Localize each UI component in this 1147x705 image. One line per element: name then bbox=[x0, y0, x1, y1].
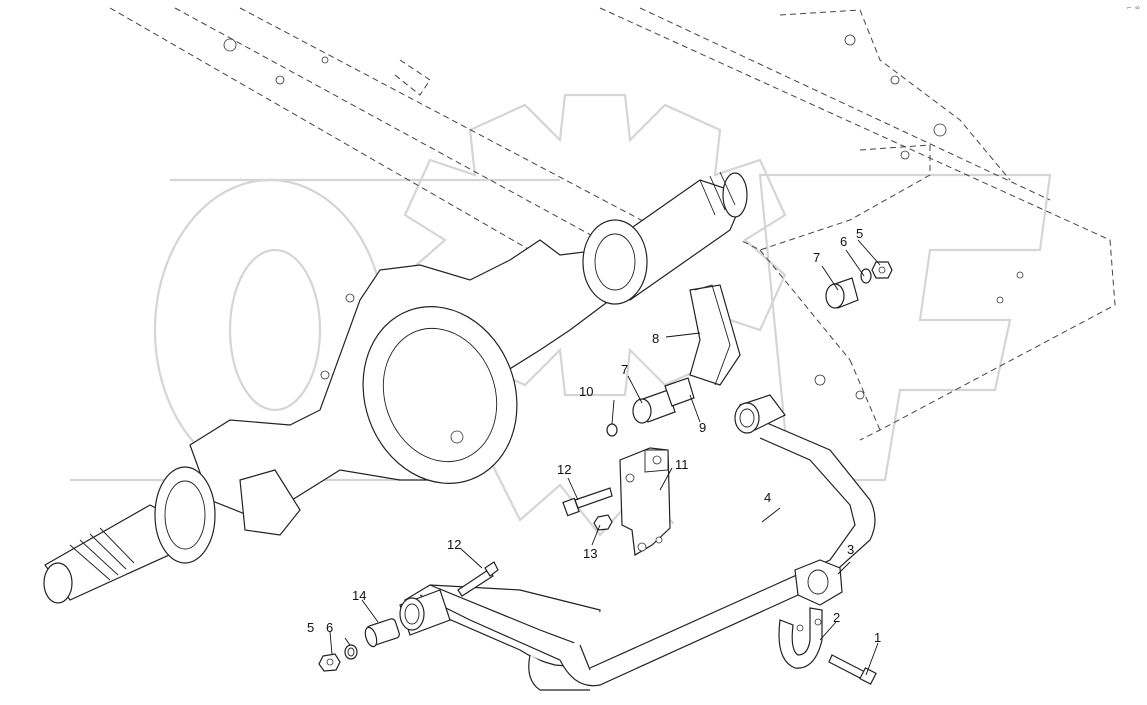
rear-axle-housing bbox=[43, 171, 748, 604]
chassis-frame bbox=[109, 7, 1116, 441]
washer-part-6-upper bbox=[860, 268, 872, 284]
frame-holes bbox=[223, 34, 1024, 400]
callout-10: 10 bbox=[579, 384, 593, 399]
bracket-part-11 bbox=[619, 447, 671, 556]
bushing-part-7-upper bbox=[825, 277, 859, 309]
bushing-large-right bbox=[734, 394, 786, 434]
bushing-part-14 bbox=[364, 618, 400, 648]
bushing-part-7-lower bbox=[632, 377, 695, 424]
bolt-part-1 bbox=[828, 654, 877, 685]
callout-7-lower: 7 bbox=[621, 362, 628, 377]
callout-7-upper: 7 bbox=[813, 250, 820, 265]
bolt-part-12-lower bbox=[457, 561, 499, 597]
callout-3: 3 bbox=[847, 542, 854, 557]
bolt-part-12-upper bbox=[562, 487, 613, 517]
callout-6-lower: 6 bbox=[326, 620, 333, 635]
callout-12-lower: 12 bbox=[447, 537, 461, 552]
leader-lines bbox=[329, 239, 881, 676]
callout-1: 1 bbox=[874, 630, 881, 645]
corner-mark: ⌐ ∞ bbox=[1127, 4, 1140, 12]
nut-part-13 bbox=[593, 514, 613, 531]
washer-part-6-lower bbox=[344, 644, 358, 660]
callout-11: 11 bbox=[675, 457, 689, 472]
link-part-8 bbox=[694, 284, 731, 386]
stabilizer-bar bbox=[403, 419, 876, 691]
nut-part-10 bbox=[606, 423, 618, 437]
callout-6-upper: 6 bbox=[840, 234, 847, 249]
callout-2: 2 bbox=[833, 610, 840, 625]
callout-8: 8 bbox=[652, 331, 659, 346]
nut-part-5-lower bbox=[318, 653, 341, 672]
bushing-large-left bbox=[399, 589, 451, 636]
nut-part-5-upper bbox=[871, 261, 893, 279]
callout-5-upper: 5 bbox=[856, 226, 863, 241]
callout-labels: 1 2 3 4 5 5 6 6 7 7 8 9 10 11 12 12 13 1… bbox=[307, 4, 1140, 645]
cushion-part-3 bbox=[794, 559, 843, 606]
callout-13: 13 bbox=[583, 546, 597, 561]
axle-shaft-right bbox=[582, 171, 748, 305]
callout-9: 9 bbox=[699, 420, 706, 435]
callout-14: 14 bbox=[352, 588, 366, 603]
callout-12-upper: 12 bbox=[557, 462, 571, 477]
callout-5-lower: 5 bbox=[307, 620, 314, 635]
callout-4: 4 bbox=[764, 490, 771, 505]
clamp-part-2 bbox=[778, 607, 823, 669]
axle-shaft-left bbox=[43, 466, 216, 604]
